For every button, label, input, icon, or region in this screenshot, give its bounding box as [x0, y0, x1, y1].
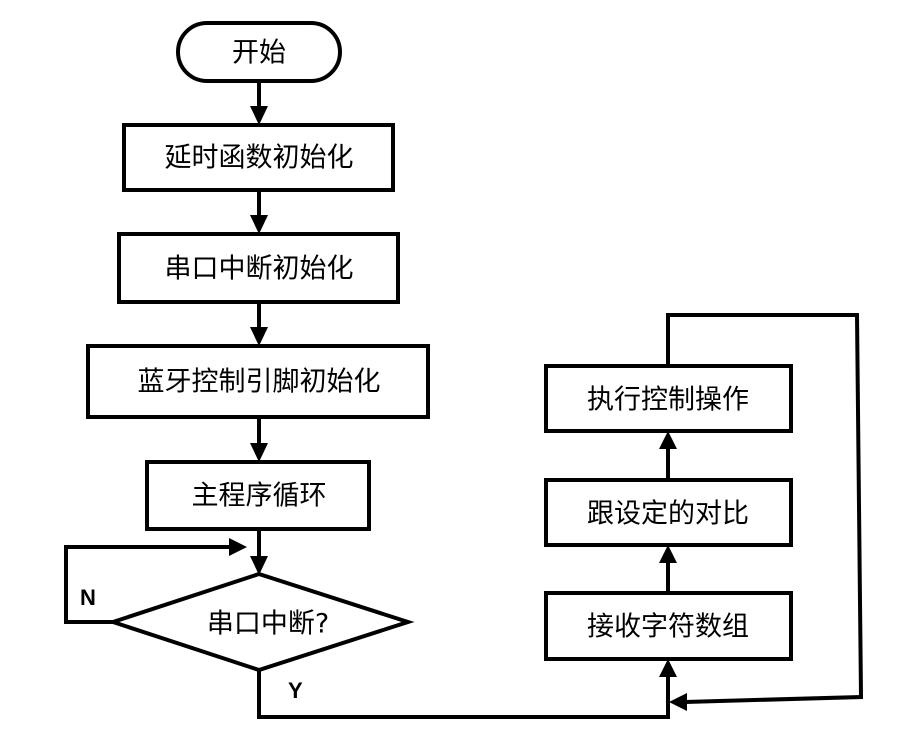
arrowhead-uart	[250, 215, 268, 234]
arrowhead-receive	[659, 659, 677, 677]
bt-pin-init-label: 蓝牙控制引脚初始化	[138, 367, 381, 398]
arrowhead-no-loop	[229, 538, 247, 556]
arrowhead-loop-return	[669, 693, 687, 711]
uart-init-label: 串口中断初始化	[165, 254, 354, 285]
bt-pin-init-box	[86, 344, 430, 419]
decision-label: 串口中断?	[207, 609, 329, 640]
connector-no-loop	[64, 545, 232, 624]
branch-yes-label: Y	[288, 678, 303, 703]
connector-execute-loop	[666, 313, 864, 704]
connector-yes-path	[257, 670, 670, 719]
arrowhead-bt	[250, 327, 268, 346]
start-label: 开始	[232, 38, 286, 69]
arrowhead-execute	[659, 431, 677, 449]
execute-label: 执行控制操作	[587, 385, 749, 416]
compare-label: 跟设定的对比	[587, 499, 749, 530]
arrowhead-delay	[250, 106, 268, 125]
receive-box	[544, 591, 793, 661]
compare-box	[544, 478, 793, 547]
delay-init-label: 延时函数初始化	[165, 143, 354, 174]
delay-init-box	[122, 123, 395, 192]
branch-no-label: N	[80, 585, 96, 610]
receive-label: 接收字符数组	[587, 612, 749, 643]
arrowhead-main	[250, 443, 268, 462]
main-loop-label: 主程序循环	[192, 481, 327, 512]
arrowhead-compare	[659, 545, 677, 563]
execute-box	[544, 364, 793, 433]
arrowhead-decision	[250, 556, 268, 575]
